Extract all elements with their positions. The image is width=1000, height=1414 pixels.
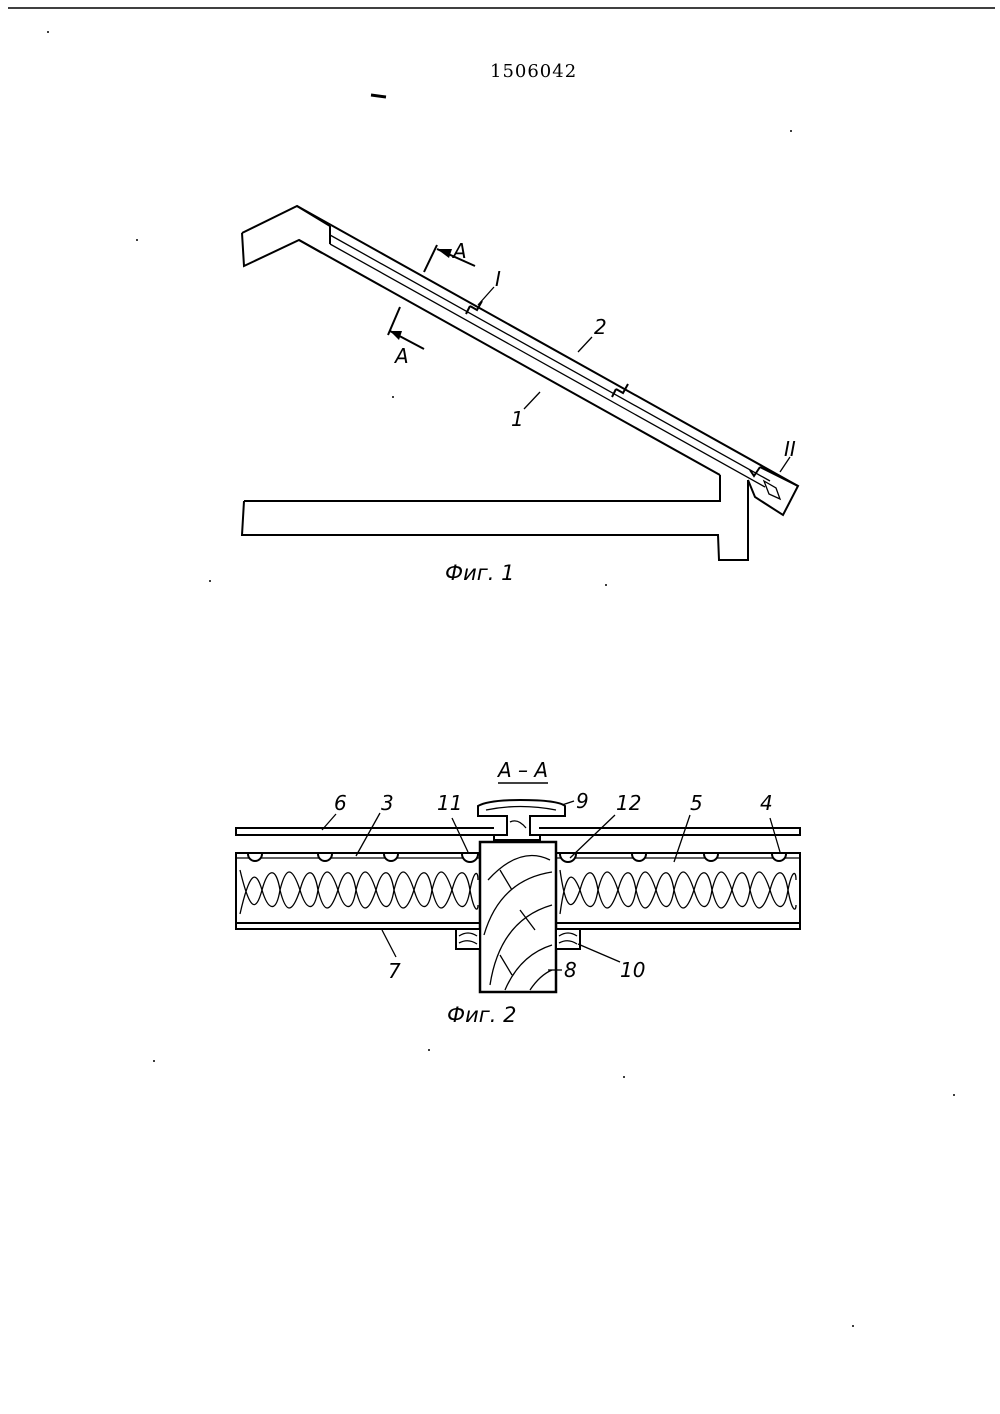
fig1-caption: Фиг. 1 [445, 561, 514, 585]
section-a-bottom-marker [388, 307, 424, 349]
cover-sheet-right [539, 828, 800, 835]
leader-1 [524, 392, 540, 409]
ridge-block [242, 206, 330, 266]
label-ii: II [784, 437, 796, 461]
label-3: 3 [381, 791, 394, 815]
bottom-sheet-left [236, 923, 480, 929]
leader-9 [562, 801, 574, 805]
label-9: 9 [576, 789, 589, 813]
speck [153, 1060, 155, 1062]
speck [852, 1325, 854, 1327]
speck [136, 239, 138, 241]
fig1-roof-section: A A I 2 1 II [242, 206, 798, 560]
leader-7 [382, 930, 396, 957]
fig2-caption: Фиг. 2 [447, 1003, 516, 1027]
speck [392, 396, 394, 398]
panel-bottom-edge [299, 240, 720, 475]
scan-mark [371, 95, 386, 97]
bottom-sheet-right [556, 923, 800, 929]
label-1: 1 [511, 407, 524, 431]
label-5: 5 [690, 791, 703, 815]
label-8: 8 [564, 958, 577, 982]
eave-end [748, 467, 798, 515]
patent-number: 1506042 [490, 61, 577, 82]
label-11: 11 [437, 791, 462, 815]
floor-slab [242, 475, 748, 560]
section-a-top-arrow [437, 249, 452, 258]
label-2: 2 [594, 315, 607, 339]
scan-specks [47, 31, 955, 1327]
block-10-right [556, 929, 580, 949]
label-7: 7 [388, 959, 401, 983]
speck [209, 580, 211, 582]
speck [428, 1049, 430, 1051]
channel [704, 854, 718, 861]
panel-top-edge [297, 206, 798, 486]
cover-sheet-left [236, 828, 494, 835]
block-10-left [456, 929, 480, 949]
section-a-bottom-arrow [390, 331, 402, 340]
label-12: 12 [616, 791, 641, 815]
leader-2 [578, 337, 592, 352]
channel-4 [772, 854, 786, 861]
leader-10 [578, 944, 620, 962]
speck [605, 584, 607, 586]
section-a-bottom-label: A [393, 344, 409, 368]
label-6: 6 [334, 791, 347, 815]
leader-i [478, 287, 494, 305]
label-10: 10 [620, 958, 645, 982]
channel [384, 854, 398, 861]
channel [248, 854, 262, 861]
coil-right-b [560, 870, 796, 909]
channel [632, 854, 646, 861]
speck [790, 130, 792, 132]
insulation-body-right [556, 853, 800, 923]
fig2-section-title: A – A [496, 758, 548, 782]
label-i: I [495, 267, 501, 291]
channel-11 [462, 854, 478, 862]
label-4: 4 [760, 791, 773, 815]
section-a-top-label: A [451, 239, 467, 263]
eave-profile [764, 481, 780, 499]
speck [47, 31, 49, 33]
insulation-body-left [236, 853, 480, 923]
leader-5 [674, 815, 690, 862]
channel [318, 854, 332, 861]
leader-12 [570, 815, 615, 858]
fig2-panel-section: 6 3 11 9 12 5 4 7 8 10 [236, 789, 800, 992]
speck [953, 1094, 955, 1096]
speck [623, 1076, 625, 1078]
